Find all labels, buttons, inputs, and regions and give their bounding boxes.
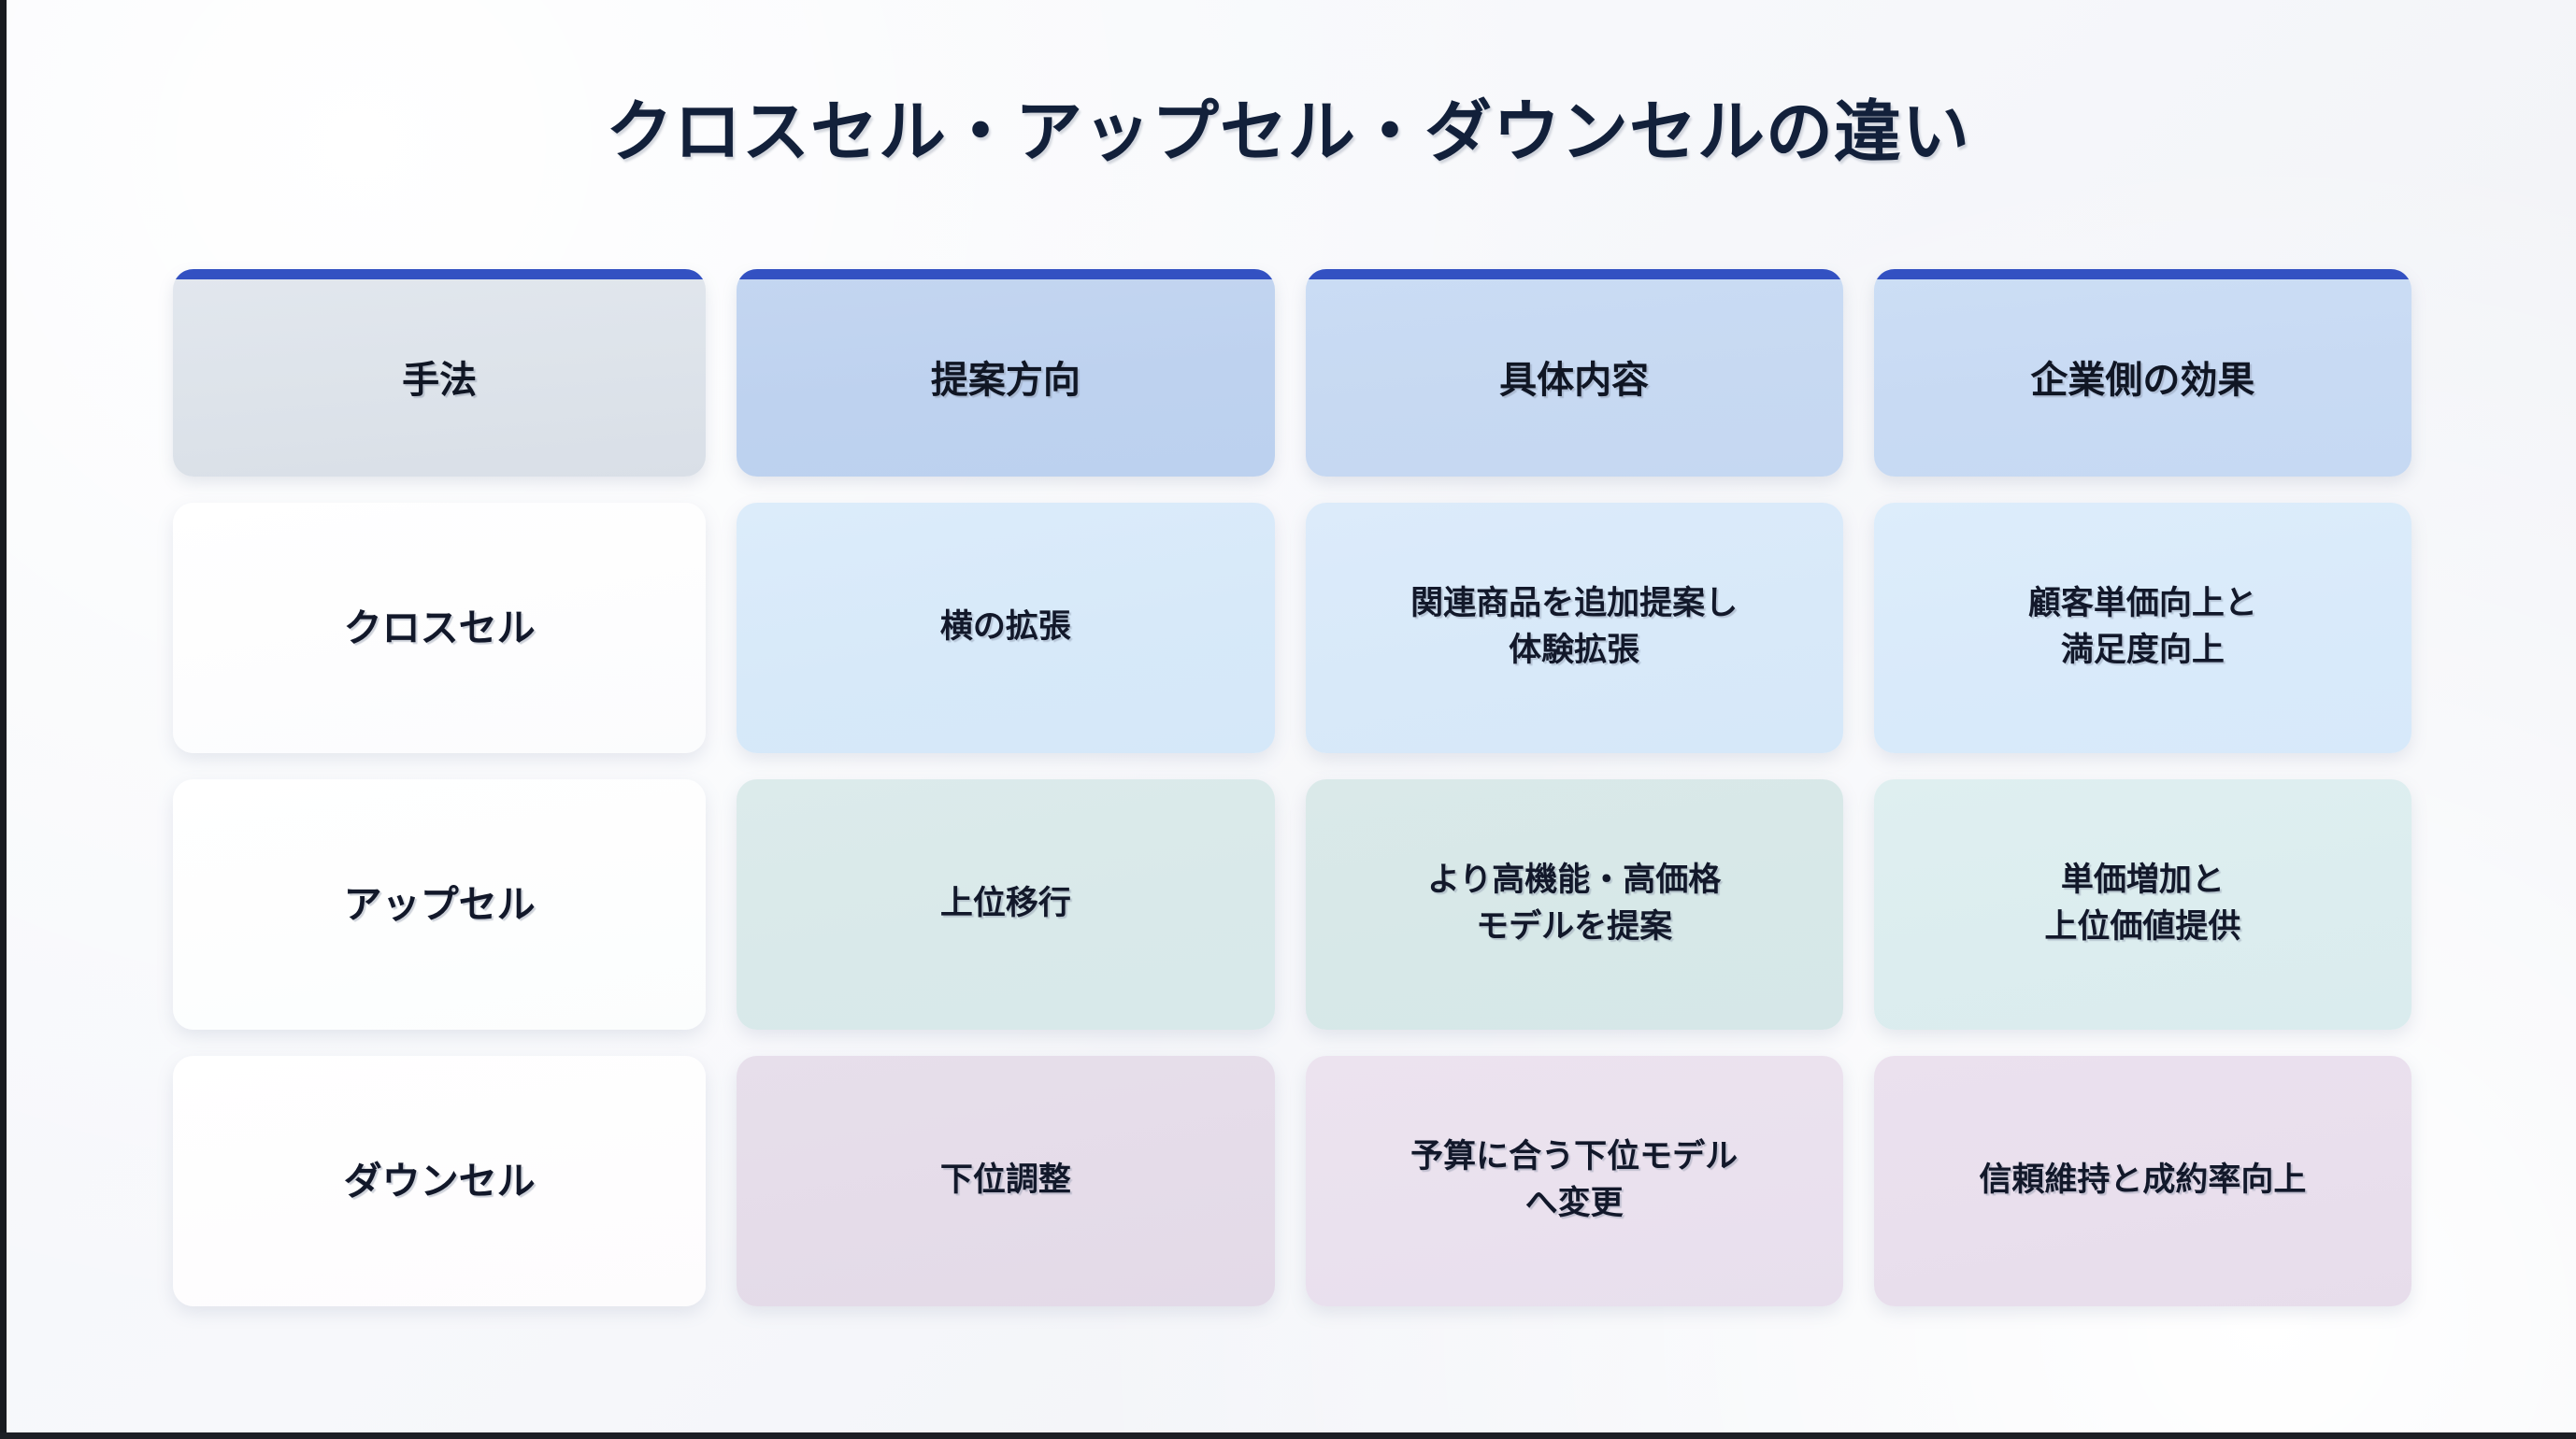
detail-line: 関連商品を追加提案し (1410, 585, 1739, 623)
method-label: ダウンセル (343, 1158, 536, 1204)
header-label: 企業側の効果 (2030, 359, 2255, 402)
header-cell-direction: 提案方向 (737, 269, 1275, 477)
effect-text: 信頼維持と成約率向上 (1979, 1158, 2306, 1204)
cell-method: ダウンセル (173, 1056, 707, 1306)
effect-line: 単価増加と (2060, 862, 2225, 900)
effect-line: 満足度向上 (2060, 632, 2225, 669)
cell-detail: より高機能・高価格 モデルを提案 (1305, 779, 1843, 1030)
detail-line: へ変更 (1524, 1185, 1624, 1222)
detail-line: モデルを提案 (1476, 908, 1673, 946)
cell-direction: 横の拡張 (737, 503, 1275, 753)
detail-line: 体験拡張 (1509, 632, 1640, 669)
effect-line: 信頼維持と成約率向上 (1979, 1161, 2307, 1200)
cell-direction: 下位調整 (737, 1056, 1275, 1306)
header-cell-method: 手法 (173, 269, 707, 477)
page-title: クロスセル・アップセル・ダウンセルの違い (605, 93, 1970, 171)
header-label: 手法 (402, 359, 478, 402)
table-row: ダウンセル 下位調整 予算に合う下位モデル へ変更 信頼維持と成約率向上 (173, 1056, 2412, 1306)
header-cell-effect: 企業側の効果 (1873, 269, 2412, 477)
direction-text: 横の拡張 (939, 608, 1071, 647)
detail-text: より高機能・高価格 モデルを提案 (1427, 858, 1721, 950)
direction-text: 上位移行 (939, 885, 1071, 923)
detail-text: 予算に合う下位モデル へ変更 (1410, 1134, 1738, 1227)
effect-line: 顧客単価向上と (2027, 585, 2257, 623)
left-edge-rail (0, 0, 7, 1439)
cell-detail: 予算に合う下位モデル へ変更 (1305, 1056, 1843, 1306)
header-cell-detail: 具体内容 (1305, 269, 1843, 477)
table-header-row: 手法 提案方向 具体内容 企業側の効果 (173, 269, 2412, 477)
cell-effect: 単価増加と 上位価値提供 (1873, 779, 2412, 1030)
table-row: クロスセル 横の拡張 関連商品を追加提案し 体験拡張 顧客単価向上と 満足度向上 (173, 503, 2412, 753)
effect-line: 上位価値提供 (2044, 908, 2241, 946)
cell-method: アップセル (173, 779, 707, 1030)
table-row: アップセル 上位移行 より高機能・高価格 モデルを提案 単価増加と 上位価値提供 (173, 779, 2412, 1030)
method-label: アップセル (343, 881, 536, 927)
cell-effect: 信頼維持と成約率向上 (1873, 1056, 2412, 1306)
cell-detail: 関連商品を追加提案し 体験拡張 (1305, 503, 1843, 753)
detail-text: 関連商品を追加提案し 体験拡張 (1410, 581, 1738, 674)
bottom-edge-rail (0, 1432, 2576, 1439)
cell-method: クロスセル (173, 503, 707, 753)
method-label: クロスセル (343, 605, 536, 650)
direction-text: 下位調整 (939, 1161, 1071, 1200)
header-label: 具体内容 (1499, 359, 1650, 402)
header-label: 提案方向 (930, 359, 1080, 402)
detail-line: より高機能・高価格 (1426, 862, 1722, 900)
cell-direction: 上位移行 (737, 779, 1275, 1030)
effect-text: 顧客単価向上と 満足度向上 (2028, 581, 2257, 674)
comparison-table: 手法 提案方向 具体内容 企業側の効果 クロスセル 横の拡張 関連商品を追加提案… (173, 269, 2412, 1306)
detail-line: 予算に合う下位モデル (1410, 1138, 1739, 1176)
effect-text: 単価増加と 上位価値提供 (2044, 858, 2240, 950)
cell-effect: 顧客単価向上と 満足度向上 (1873, 503, 2412, 753)
